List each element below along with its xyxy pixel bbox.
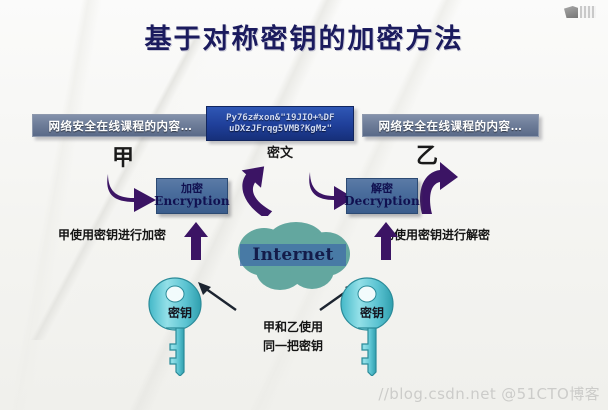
corner-logo-bars-icon (580, 6, 596, 18)
shared-key-note-line-2: 同一把密钥 (262, 338, 323, 353)
ciphertext-line-2: uDXzJFrqg5VMB?KgMz" (228, 123, 332, 134)
plaintext-box-receiver: 网络安全在线课程的内容… (362, 114, 539, 137)
decryption-label-en: Decryption (344, 194, 420, 209)
ciphertext-line-1: Py76z#xon&"19JIO+%DF (225, 113, 335, 124)
key-label-sender: 密钥 (168, 306, 193, 320)
shared-key-note-line-1: 甲和乙使用 (262, 320, 323, 334)
sender-label: 甲 (112, 145, 135, 171)
encryption-caption: 甲使用密钥进行加密 (58, 228, 167, 242)
watermark-text: //blog.csdn.net @51CTO博客 (378, 385, 600, 403)
arrow-left-key-to-cloud-icon (196, 282, 238, 317)
decryption-box: 解密 Decryption (344, 178, 420, 214)
arrow-ciphertext-to-decrypt-icon (306, 168, 356, 221)
corner-logo-block-icon (564, 6, 578, 18)
arrow-decrypt-to-plaintext-icon (414, 162, 460, 221)
plaintext-sender-text: 网络安全在线课程的内容… (48, 118, 193, 133)
ciphertext-box: Py76z#xon&"19JIO+%DF uDXzJFrqg5VMB?KgMz" (206, 106, 354, 141)
arrow-key-to-encryption-icon (183, 222, 209, 265)
plaintext-box-sender: 网络安全在线课程的内容… (32, 114, 209, 137)
corner-logo-icon (564, 4, 604, 20)
encryption-box: 加密 Encryption (154, 178, 230, 214)
decryption-caption: 乙使用密钥进行解密 (382, 228, 491, 242)
key-label-receiver: 密钥 (360, 306, 385, 320)
arrow-encrypt-to-ciphertext-icon (236, 164, 282, 221)
page-title: 基于对称密钥的加密方法 (144, 24, 464, 55)
arrow-key-to-decryption-icon (373, 222, 399, 265)
shared-key-note: 甲和乙使用 同一把密钥 (233, 318, 353, 355)
ciphertext-label: 密文 (266, 145, 293, 160)
encryption-label-cn: 加密 (181, 182, 203, 195)
key-icon-sender (146, 276, 204, 381)
decryption-label-cn: 解密 (371, 182, 393, 195)
plaintext-receiver-text: 网络安全在线课程的内容… (378, 118, 523, 133)
key-icon-receiver (338, 276, 396, 381)
internet-cloud-label: Internet (240, 244, 346, 266)
receiver-label: 乙 (416, 143, 439, 169)
encryption-label-en: Encryption (154, 194, 230, 209)
arrow-plaintext-to-encrypt-icon (104, 168, 158, 219)
